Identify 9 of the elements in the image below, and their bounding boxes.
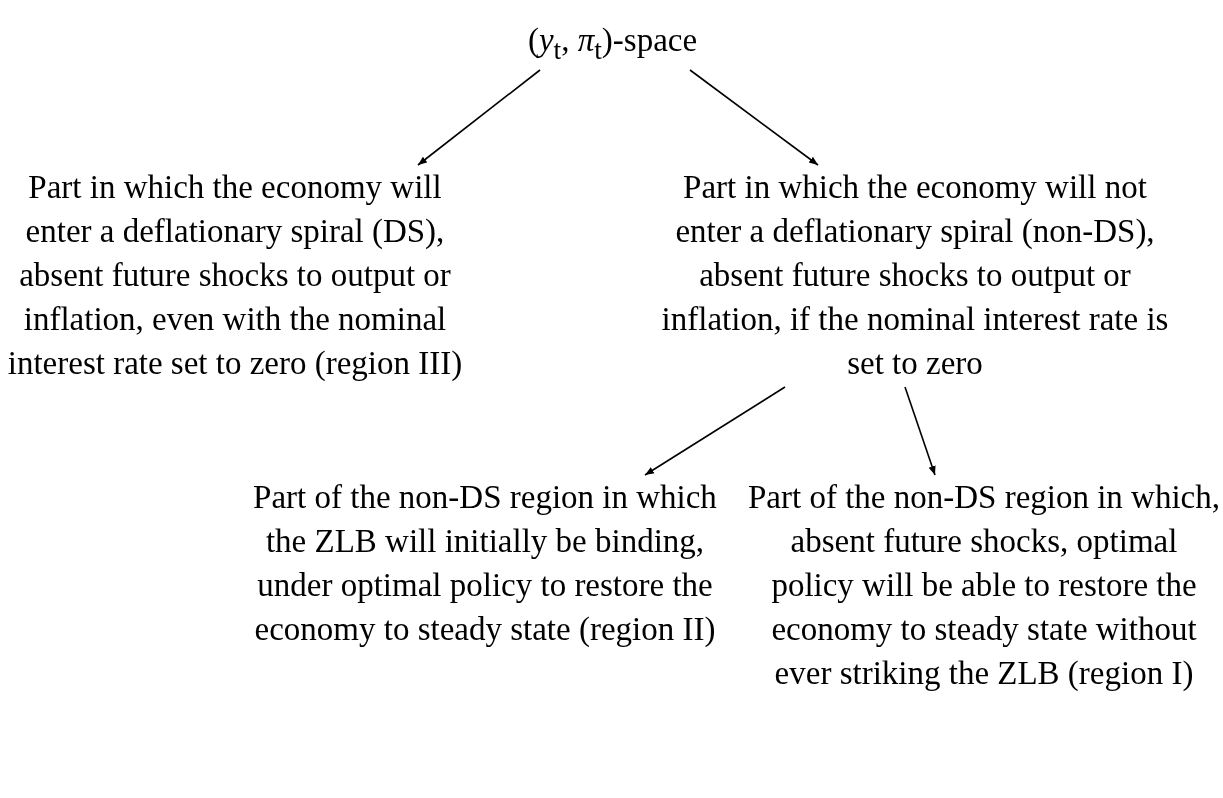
region-description: Part in which the economy will enter a deflationary spiral (DS), absent future shocks to output or inflation, even with the nominal interest rate set to zero (region III) <box>6 168 464 383</box>
arrow <box>689 69 819 166</box>
region-description: Part of the non-DS region in which, absent future shocks, optimal policy will be able to restore the economy to steady state without ever striking the ZLB (region I) <box>748 478 1220 693</box>
heading-text: (y$_{t}$, π$_{t}$)-space <box>526 21 699 67</box>
arrow <box>417 69 541 166</box>
arrow <box>904 386 936 476</box>
region-description: Part in which the economy will not enter a deflationary spiral (non-DS), absent future shocks to output or inflation, if the nominal interest rate is set to zero <box>660 168 1170 383</box>
region-description: Part of the non-DS region in which the ZLB will initially be binding, under optimal policy to restore the economy to steady state (region II) <box>252 478 718 649</box>
arrow <box>644 386 786 476</box>
